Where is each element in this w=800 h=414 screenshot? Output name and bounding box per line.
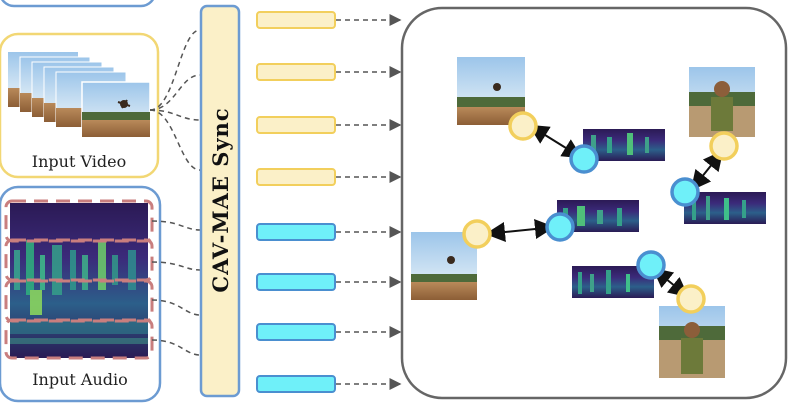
audio-token-4 bbox=[256, 375, 336, 393]
audio-connectors bbox=[151, 220, 201, 356]
top-partial-box bbox=[1, 0, 154, 8]
video-token-4 bbox=[256, 168, 336, 186]
input-audio-panel: Input Audio bbox=[0, 185, 162, 403]
video-frame-thumbnail bbox=[457, 57, 525, 125]
video-frame-thumbnail bbox=[689, 67, 755, 137]
audio-node-circle bbox=[670, 177, 700, 207]
video-token-2 bbox=[256, 63, 336, 81]
video-connectors bbox=[149, 29, 201, 171]
audio-node-circle bbox=[636, 250, 666, 280]
video-frame-thumbnail bbox=[659, 306, 725, 378]
audio-token-3 bbox=[256, 323, 336, 341]
audio-node-circle bbox=[545, 212, 575, 242]
pair-3 bbox=[411, 200, 639, 300]
token-arrows bbox=[336, 14, 402, 390]
model-name-label: CAV-MAE Sync bbox=[208, 107, 233, 292]
audio-segment-4 bbox=[4, 318, 154, 360]
video-node-circle bbox=[508, 111, 538, 141]
video-frame-stack bbox=[8, 52, 151, 138]
video-node-circle bbox=[676, 284, 706, 314]
video-node-circle bbox=[709, 131, 739, 161]
audio-token-1 bbox=[256, 223, 336, 241]
video-frame-thumbnail bbox=[81, 81, 151, 138]
pair-1 bbox=[457, 57, 665, 174]
video-token-1 bbox=[256, 11, 336, 29]
video-token-3 bbox=[256, 116, 336, 134]
input-video-panel: Input Video bbox=[0, 32, 160, 179]
audio-node-circle bbox=[569, 144, 599, 174]
audio-token-2 bbox=[256, 273, 336, 291]
input-video-label: Input Video bbox=[32, 152, 126, 171]
cav-mae-sync-model: CAV-MAE Sync bbox=[199, 4, 241, 398]
pair-4 bbox=[572, 250, 725, 378]
video-node-circle bbox=[462, 219, 492, 249]
pair-2 bbox=[670, 67, 766, 224]
input-audio-label: Input Audio bbox=[32, 370, 128, 389]
video-tokens bbox=[256, 11, 336, 186]
spectrogram-thumbnail bbox=[572, 266, 654, 298]
audio-tokens bbox=[256, 223, 336, 393]
